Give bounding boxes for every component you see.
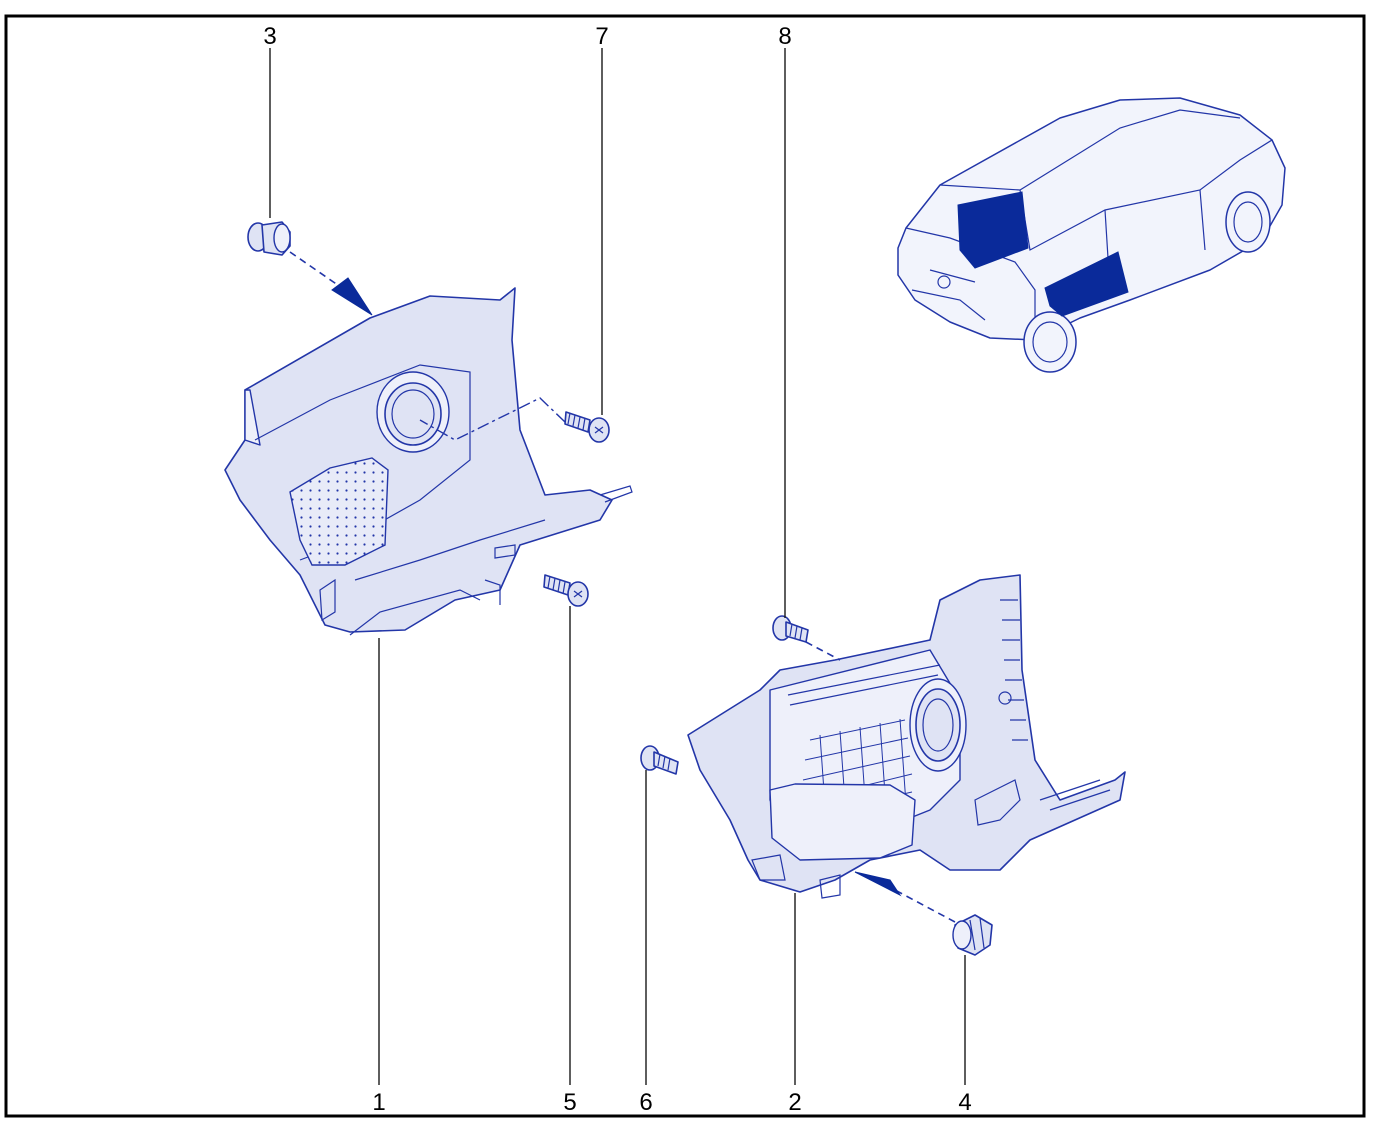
part-3-clip xyxy=(247,221,291,256)
vehicle-locator-illustration xyxy=(897,97,1286,373)
part-8-screw xyxy=(772,615,809,643)
storage-net-grid xyxy=(802,718,913,821)
arrow-clip-3 xyxy=(331,277,373,316)
callout-6: 6 xyxy=(639,1089,652,1116)
callout-4: 4 xyxy=(958,1089,971,1116)
highlight-lower-trim xyxy=(1044,251,1129,317)
assembly-line-clip-3 xyxy=(289,251,346,291)
arrow-clip-4 xyxy=(854,871,902,897)
diagram-border xyxy=(4,14,1366,1118)
part-7-screw xyxy=(564,411,610,443)
assembly-line-screw-7 xyxy=(419,397,566,441)
callout-7: 7 xyxy=(595,23,608,50)
assembly-line-screw-8 xyxy=(805,641,841,661)
part-2-rear-side-trim-panel xyxy=(687,574,1126,899)
callout-1: 1 xyxy=(372,1089,385,1116)
callout-3: 3 xyxy=(263,23,276,50)
part-6-screw xyxy=(640,745,679,775)
part-5-screw xyxy=(543,574,589,607)
part-1-rear-quarter-trim-panel xyxy=(224,287,633,636)
callout-5: 5 xyxy=(563,1089,576,1116)
leader-lines xyxy=(269,48,966,1085)
callout-8: 8 xyxy=(778,23,791,50)
callout-2: 2 xyxy=(788,1089,801,1116)
part-4-clip xyxy=(952,914,993,956)
assembly-line-clip-4 xyxy=(894,889,956,923)
highlight-rear-quarter xyxy=(957,191,1029,269)
speaker-grille xyxy=(289,457,389,566)
